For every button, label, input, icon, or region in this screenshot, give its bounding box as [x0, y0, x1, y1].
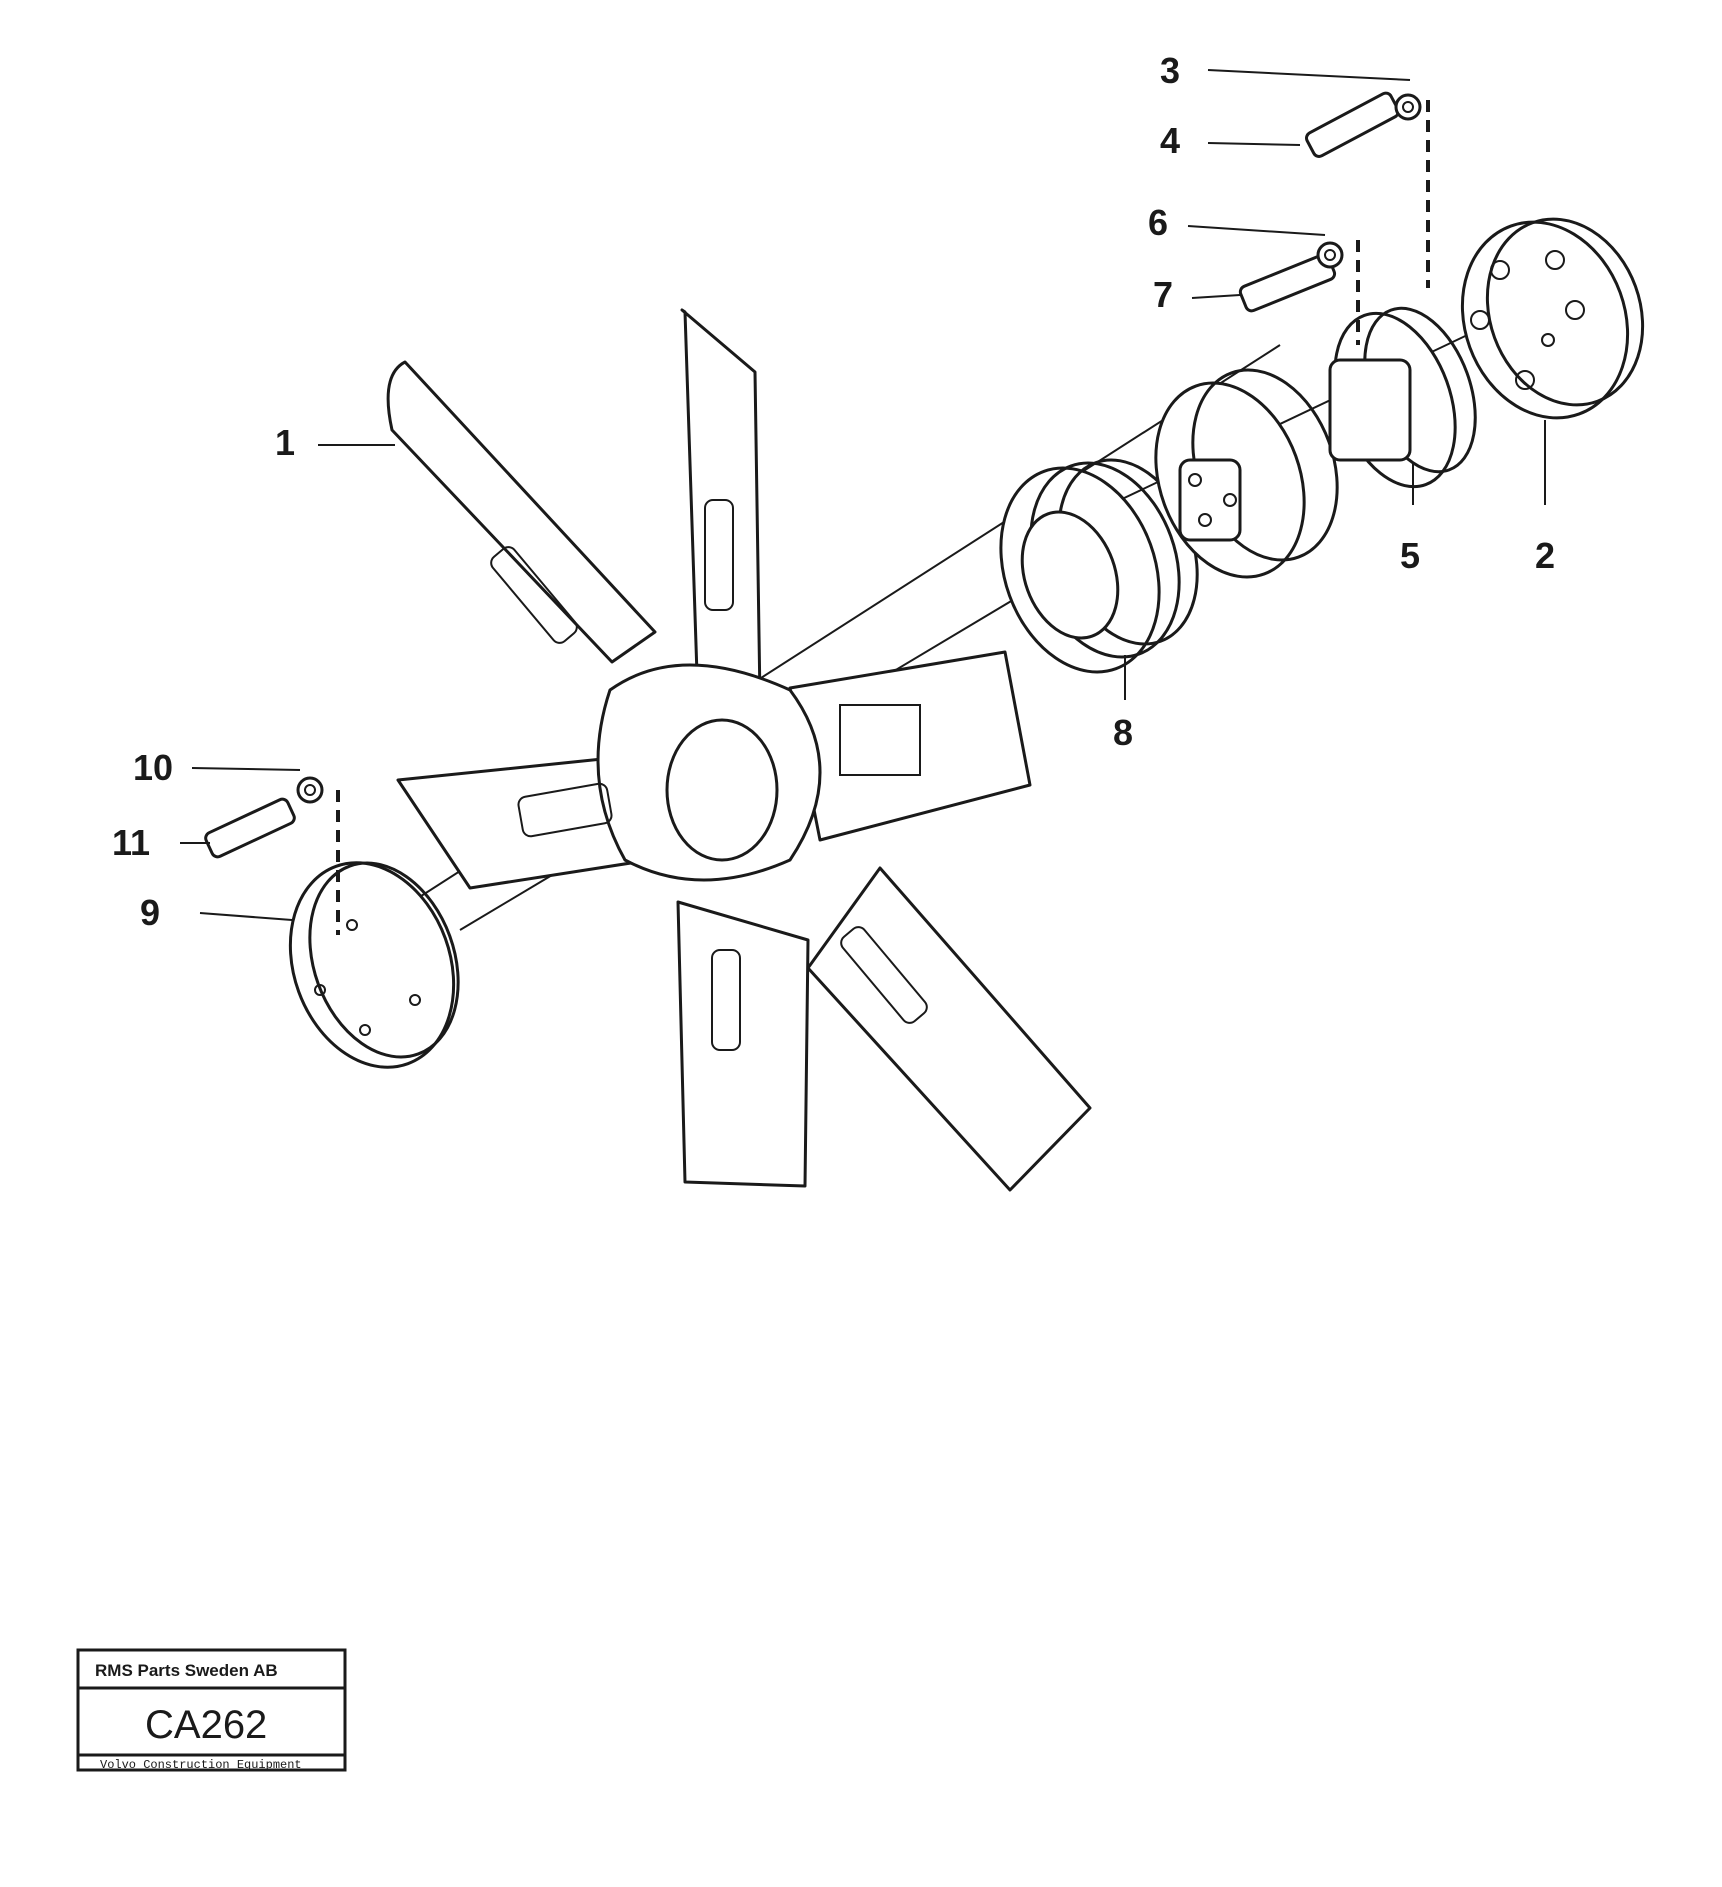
spacer-part — [1328, 306, 1477, 489]
bolt-3-4 — [1305, 91, 1422, 158]
title-block-company: RMS Parts Sweden AB — [95, 1661, 278, 1680]
flange-part — [1460, 217, 1645, 420]
callout-4: 4 — [1160, 120, 1180, 161]
callout-1: 1 — [275, 422, 295, 463]
callout-8: 8 — [1113, 712, 1133, 753]
callout-numbers: 3 4 6 7 1 5 2 8 10 11 9 — [112, 50, 1555, 933]
fan-blade — [788, 650, 1032, 842]
pulley-part — [999, 458, 1199, 674]
bolt-6-7 — [1238, 241, 1344, 313]
leader-lines — [180, 69, 1546, 921]
blade-slot — [490, 546, 578, 644]
blade-slot — [517, 782, 613, 838]
blade-slot — [840, 926, 928, 1024]
fan-blade — [680, 308, 762, 707]
fan-centre-bore — [665, 718, 779, 862]
bolt-10-11 — [204, 776, 324, 859]
front-plate-part — [288, 861, 460, 1069]
blade-slot — [711, 949, 741, 1051]
blade-slot — [839, 704, 921, 776]
callout-6: 6 — [1148, 202, 1168, 243]
hub-part — [1154, 368, 1339, 579]
callout-2: 2 — [1535, 535, 1555, 576]
fan-blade — [386, 360, 657, 664]
callout-7: 7 — [1153, 274, 1173, 315]
title-block-code: CA262 — [145, 1703, 267, 1747]
callout-3: 3 — [1160, 50, 1180, 91]
blade-slot — [704, 499, 734, 611]
title-block-footer: Volvo Construction Equipment — [100, 1758, 302, 1772]
title-block: RMS Parts Sweden AB CA262 Volvo Construc… — [76, 1648, 347, 1772]
fan-blade — [806, 866, 1092, 1192]
fan-blade — [676, 900, 810, 1188]
callout-11: 11 — [112, 822, 150, 863]
fan-part — [386, 308, 1092, 1192]
callout-9: 9 — [140, 892, 160, 933]
dashed-assembly-lines — [336, 100, 1430, 935]
callout-10: 10 — [133, 747, 173, 788]
callout-5: 5 — [1400, 535, 1420, 576]
